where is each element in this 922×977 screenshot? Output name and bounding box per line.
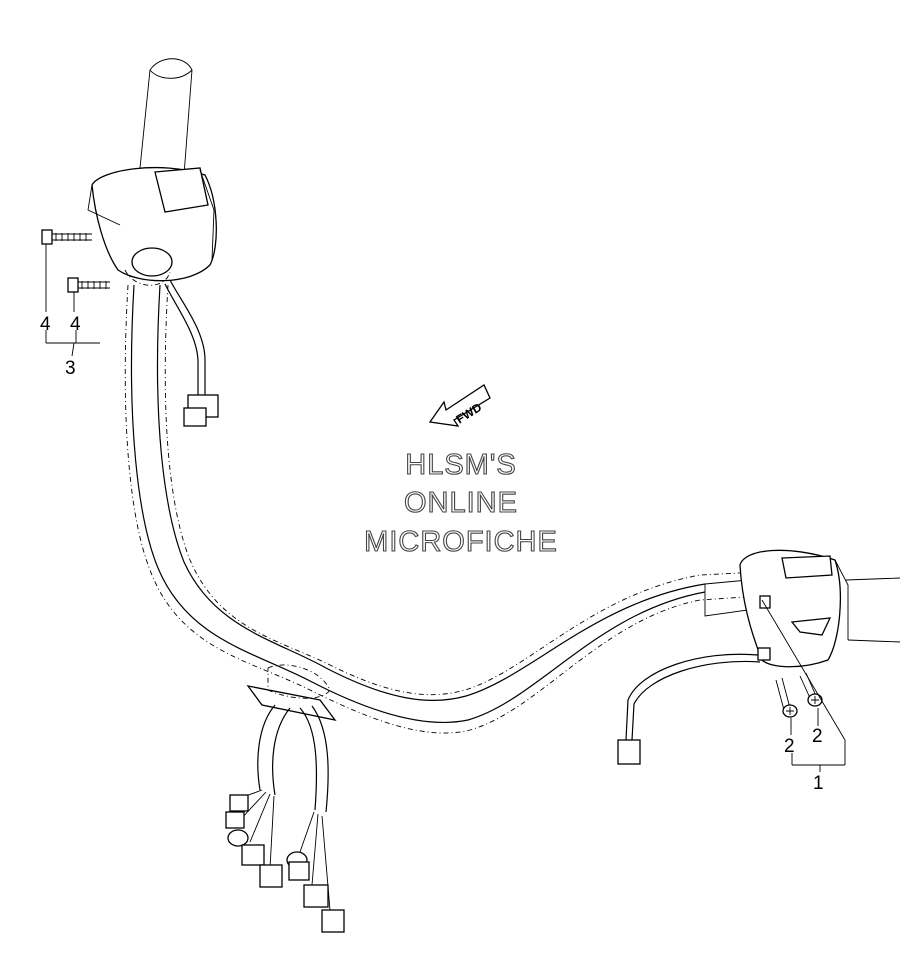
right-handlebar-switch bbox=[617, 549, 849, 765]
callout-2-right-screw: 2 bbox=[812, 726, 823, 747]
left-screw-upper bbox=[41, 229, 92, 245]
callout-1-right-switch: 1 bbox=[813, 773, 824, 794]
callout-3-left-switch: 3 bbox=[65, 358, 76, 379]
left-handlebar-switch bbox=[87, 166, 219, 427]
watermark: HLSM'S ONLINE MICROFICHE bbox=[364, 448, 558, 558]
right-screw-left bbox=[775, 677, 798, 718]
harness-branch-right bbox=[286, 705, 345, 933]
wire-clamp bbox=[246, 664, 337, 721]
left-screw-lower bbox=[67, 277, 110, 293]
watermark-line-1: HLSM'S bbox=[405, 449, 516, 481]
fwd-arrow-icon: FWD bbox=[428, 384, 491, 427]
harness-branch-left bbox=[225, 704, 291, 888]
watermark-line-3: MICROFICHE bbox=[364, 526, 558, 558]
right-callout-bracket bbox=[761, 599, 846, 772]
handlebar bbox=[124, 58, 901, 734]
callout-4-upper-screw: 4 bbox=[40, 314, 51, 335]
callout-4-lower-screw: 4 bbox=[70, 314, 81, 335]
watermark-line-2: ONLINE bbox=[404, 487, 518, 519]
right-screw-right bbox=[799, 672, 823, 707]
left-callout-bracket bbox=[45, 244, 100, 357]
callout-2-left-screw: 2 bbox=[784, 736, 795, 757]
